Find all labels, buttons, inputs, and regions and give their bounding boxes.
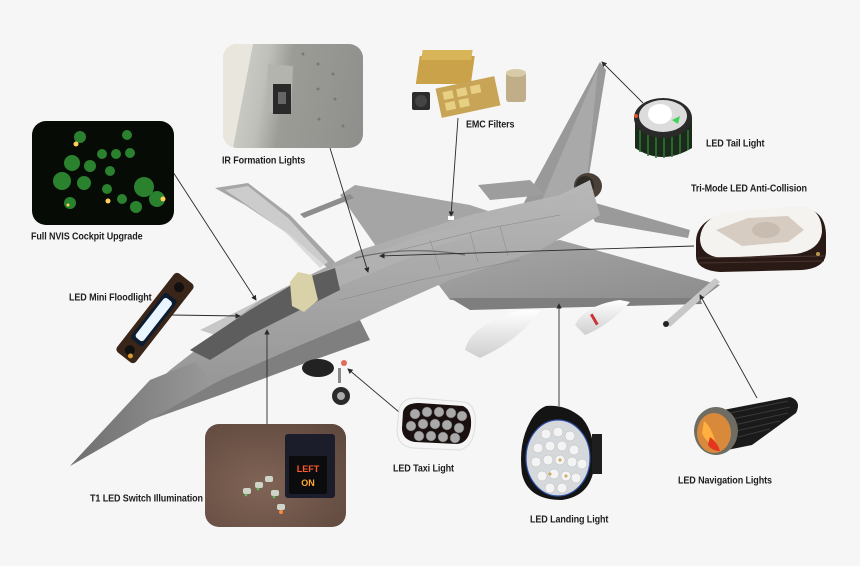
- label-ir-formation: IR Formation Lights: [222, 154, 306, 166]
- switch-illumination-photo: LEFT ON: [205, 424, 346, 527]
- fuel-tank: [465, 310, 540, 358]
- leader-emc: [448, 117, 459, 217]
- navigation-light-icon: [694, 397, 798, 455]
- nose-cone: [70, 362, 215, 466]
- fuselage: [70, 180, 600, 466]
- leader-floodlight: [171, 313, 241, 319]
- switch-text-left: LEFT: [297, 464, 320, 474]
- label-nvis-cockpit: Full NVIS Cockpit Upgrade: [31, 230, 143, 242]
- anti-collision-light-icon: [696, 206, 826, 272]
- leader-taxi: [347, 368, 400, 413]
- canopy: [215, 183, 335, 270]
- label-navigation-lights: LED Navigation Lights: [678, 474, 772, 486]
- mini-floodlight-icon: [116, 272, 194, 364]
- nvis-cockpit-photo: [32, 121, 174, 225]
- taxi-light-icon: [396, 397, 476, 451]
- label-switch-illumination: T1 LED Switch Illumination: [90, 492, 203, 504]
- nvis-instruments-icon: [53, 130, 166, 213]
- leader-anticollision: [379, 245, 695, 259]
- leader-nav: [699, 294, 758, 399]
- switch-text-on: ON: [301, 478, 315, 488]
- label-emc-filters: EMC Filters: [466, 118, 515, 130]
- left-wing: [340, 185, 540, 252]
- leader-ir: [329, 147, 370, 273]
- label-anti-collision: Tri-Mode LED Anti-Collision: [691, 182, 807, 194]
- leader-nvis: [172, 171, 257, 301]
- label-tail-light: LED Tail Light: [706, 137, 765, 149]
- ir-formation-lights-photo: [223, 44, 363, 148]
- label-mini-floodlight: LED Mini Floodlight: [69, 291, 152, 303]
- leader-tail: [601, 61, 644, 104]
- label-landing-light: LED Landing Light: [530, 513, 609, 525]
- emc-filters-icon: [412, 50, 526, 118]
- tail-light-icon: [634, 98, 692, 158]
- label-taxi-light: LED Taxi Light: [393, 462, 454, 474]
- landing-light-icon: [521, 405, 602, 500]
